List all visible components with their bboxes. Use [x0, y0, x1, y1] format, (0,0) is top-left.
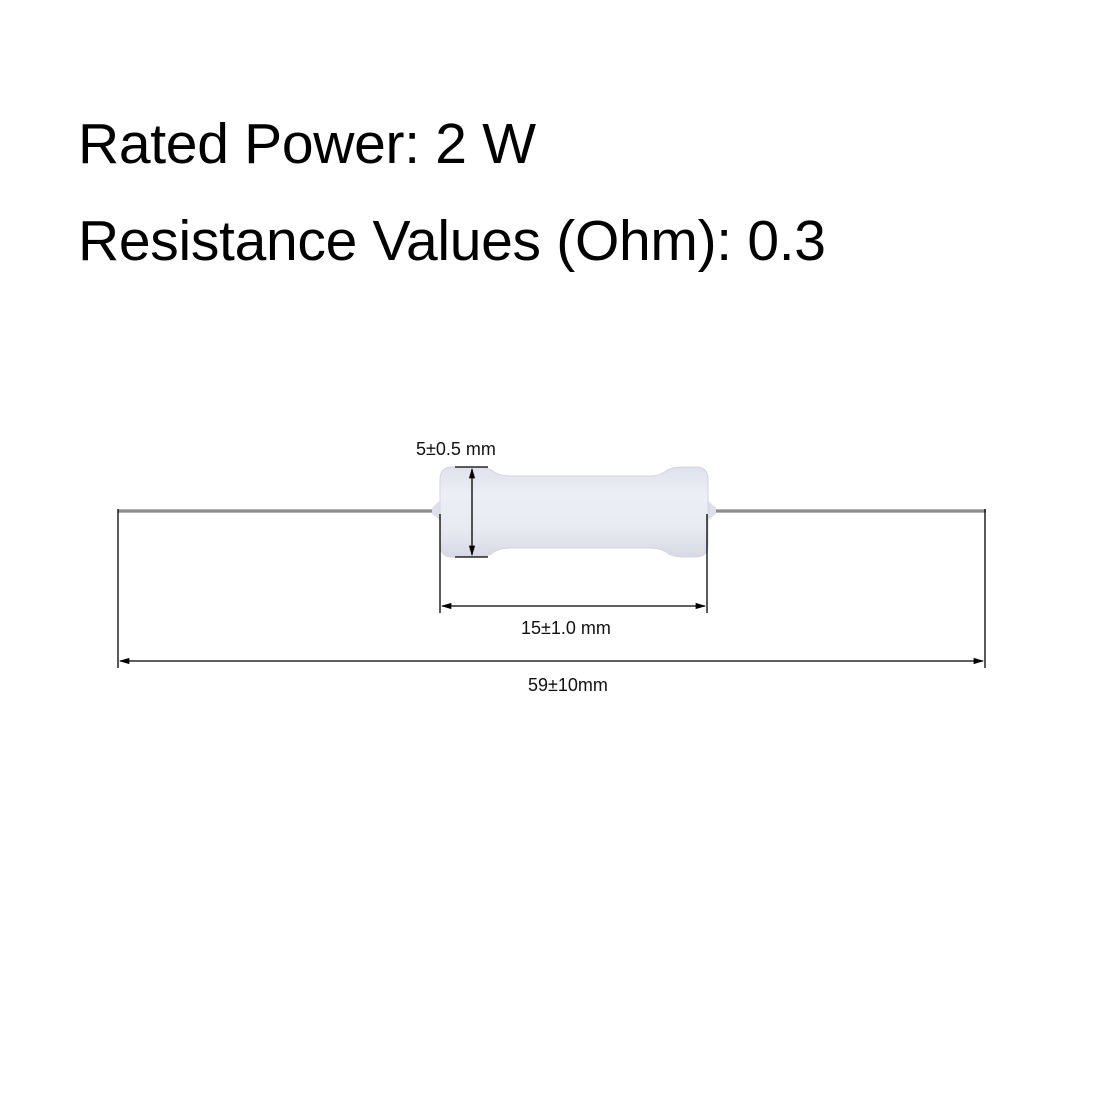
diameter-dimension [455, 466, 488, 558]
rated-power-heading: Rated Power: 2 W [78, 112, 536, 176]
left-lead [118, 509, 442, 513]
total-length-dimension [117, 509, 986, 668]
diameter-label: 5±0.5 mm [416, 439, 496, 459]
body-length-dimension [439, 514, 708, 613]
right-lead [706, 509, 986, 513]
resistance-heading: Resistance Values (Ohm): 0.3 [78, 209, 826, 273]
body-length-label: 15±1.0 mm [521, 618, 611, 638]
total-length-label: 59±10mm [528, 675, 608, 695]
resistor-body [432, 466, 716, 558]
